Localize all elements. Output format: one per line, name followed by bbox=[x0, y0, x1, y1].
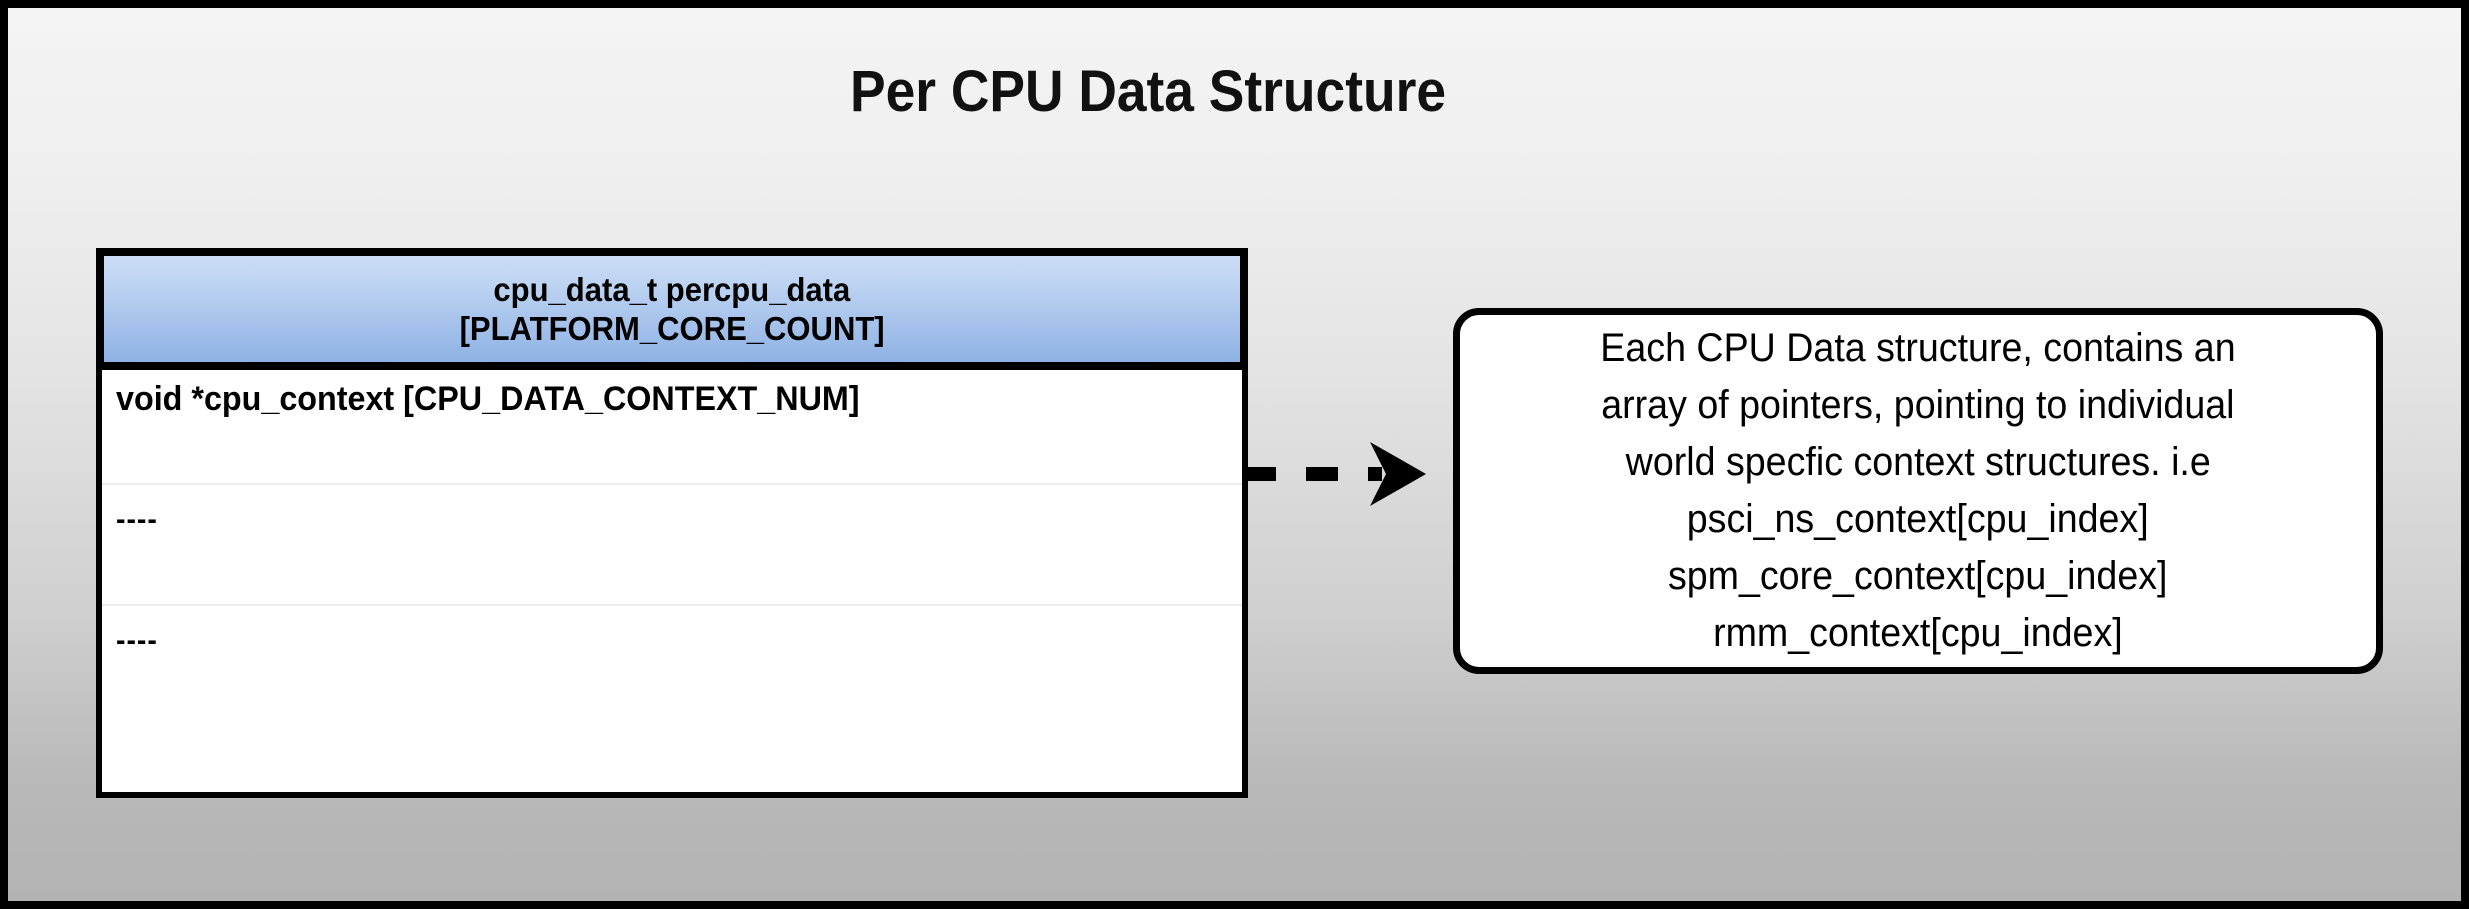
callout-line-rmm-context: rmm_context[cpu_index] bbox=[1713, 611, 2123, 655]
struct-header-line-1: cpu_data_t percpu_data bbox=[493, 271, 851, 308]
arrow-head bbox=[1370, 442, 1426, 506]
struct-field-placeholder-2: ---- bbox=[116, 624, 158, 657]
callout-line-2: array of pointers, pointing to individua… bbox=[1601, 383, 2235, 427]
struct-table-header: cpu_data_t percpu_data [PLATFORM_CORE_CO… bbox=[96, 248, 1248, 370]
struct-field-cpu-context: void *cpu_context [CPU_DATA_CONTEXT_NUM] bbox=[116, 380, 860, 418]
arrow-icon bbox=[1244, 442, 1426, 506]
callout-line-psci-ns-context: psci_ns_context[cpu_index] bbox=[1687, 497, 2149, 541]
struct-field-placeholder-1: ---- bbox=[116, 503, 158, 536]
dashed-arrow-connector bbox=[1240, 438, 1440, 510]
struct-header-line-2: [PLATFORM_CORE_COUNT] bbox=[459, 310, 885, 347]
table-row: void *cpu_context [CPU_DATA_CONTEXT_NUM] bbox=[102, 362, 1242, 483]
struct-table-body: void *cpu_context [CPU_DATA_CONTEXT_NUM]… bbox=[96, 362, 1248, 798]
callout-note: Each CPU Data structure, contains an arr… bbox=[1453, 308, 2383, 674]
callout-line-spm-core-context: spm_core_context[cpu_index] bbox=[1668, 554, 2168, 598]
page-title: Per CPU Data Structure bbox=[849, 59, 1447, 124]
percpu-data-struct-table: void *cpu_context [CPU_DATA_CONTEXT_NUM]… bbox=[96, 248, 1248, 798]
table-row: ---- bbox=[102, 604, 1242, 725]
callout-line-3: world specfic context structures. i.e bbox=[1625, 440, 2211, 484]
table-row: ---- bbox=[102, 483, 1242, 604]
callout-line-1: Each CPU Data structure, contains an bbox=[1600, 326, 2236, 370]
